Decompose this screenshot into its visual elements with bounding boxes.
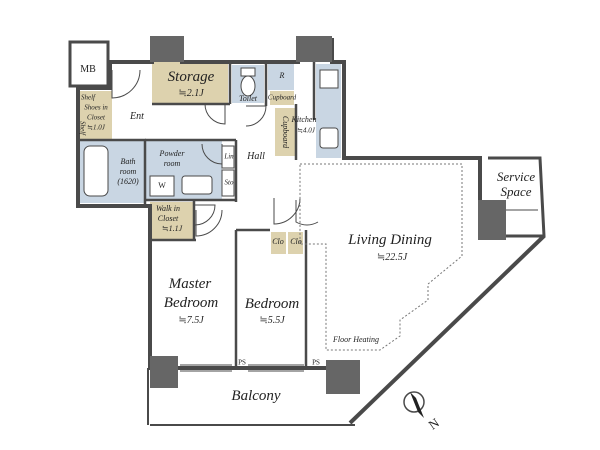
service-space-outline (488, 156, 546, 238)
walkin-closet-fill (150, 202, 193, 239)
entrance-label: Ent (130, 110, 144, 122)
bathroom-line2: room (119, 166, 137, 176)
master-bedroom-size: ≒7.5J (178, 314, 204, 326)
cupboard-tall-fill (275, 108, 295, 156)
clo-right-fill (288, 232, 303, 254)
windows (180, 239, 541, 418)
column-n (296, 36, 332, 62)
mb-label: MB (80, 63, 96, 75)
interior-walls (78, 62, 316, 368)
door-storage (204, 103, 226, 125)
r-label: R (279, 70, 285, 80)
clo-right-label: Clo (290, 236, 302, 246)
washbasin (181, 175, 213, 195)
shoes-closet-line3: Closet (87, 113, 105, 122)
bathtub (83, 145, 109, 197)
compass-ring (403, 391, 425, 413)
master-bedroom-line1: Master (168, 276, 212, 293)
door-master (195, 209, 223, 237)
sink (319, 127, 339, 149)
powder-room-line1: Powder (159, 148, 185, 158)
toilet-label: Toilet (239, 93, 257, 103)
kitchen-size: ≒4.0J (297, 126, 315, 135)
room-fills (80, 61, 341, 254)
shoes-closet-fill (80, 91, 112, 139)
door-walkin (194, 204, 216, 226)
living-dining-label: Living Dining (348, 232, 432, 249)
r-fill (268, 64, 294, 90)
cupboard-tall-label: Cupboard (281, 115, 291, 149)
linen-label: Lin (224, 152, 234, 161)
toilet-tank (240, 67, 256, 77)
hall-label: Hall (247, 150, 265, 162)
clo-left-fill (271, 232, 286, 254)
clo-left-label: Clo (272, 236, 284, 246)
door-toilet (245, 105, 267, 127)
bedroom-size: ≒5.5J (259, 314, 285, 326)
bedroom-label: Bedroom (244, 296, 300, 313)
compass (403, 391, 425, 418)
window-diag-a (355, 239, 541, 418)
shoes-closet-size: ≒1.0J (87, 123, 105, 132)
linen-box (221, 145, 235, 169)
bathroom-line1: Bath (120, 156, 136, 166)
door-entrance (111, 69, 141, 99)
master-bedroom-line2: Bedroom (163, 295, 219, 312)
outer-wall-east-north (330, 38, 482, 210)
washer-label: W (158, 180, 166, 190)
door-living (295, 200, 319, 226)
store-label: Sto (224, 178, 234, 187)
cupboard-small-fill (270, 91, 294, 105)
balcony-label: Balcony (231, 388, 281, 405)
outer-wall-north-mid (180, 38, 300, 64)
compass-needle (410, 392, 424, 418)
column-s (326, 360, 360, 394)
kitchen-label: Kitchen (291, 114, 317, 124)
mb-box (68, 40, 110, 88)
service-space-line1: Service (496, 169, 536, 185)
walkin-closet-line1: Walk in (156, 203, 180, 213)
ps-left-label: PS (238, 358, 246, 367)
mb-shaft (68, 40, 110, 88)
shelf-side-label: Shelf (78, 121, 87, 135)
outer-wall-west (76, 38, 210, 370)
column-sw (150, 356, 178, 388)
storage-fill (152, 61, 228, 103)
ps-right-label: PS (312, 358, 320, 367)
columns (150, 36, 506, 394)
cupboard-small-label: Cupboard (267, 93, 297, 102)
walkin-closet-line2: Closet (157, 213, 179, 223)
service-space-line2: Space (500, 184, 532, 200)
walls (76, 38, 546, 426)
shoes-closet-line2: Shoes in (84, 103, 108, 112)
bathroom-line3: (1620) (117, 176, 139, 186)
fixtures (83, 67, 339, 197)
stove (319, 69, 339, 89)
living-dining-size: ≒22.5J (376, 251, 408, 263)
walkin-closet-size: ≒1.1J (161, 223, 183, 233)
column-e (478, 200, 506, 240)
storage-label: Storage (167, 69, 215, 86)
service-space-wall (488, 156, 546, 238)
washer-box (149, 175, 175, 197)
column-nw (150, 36, 184, 62)
storage-size: ≒2.1J (178, 87, 204, 99)
floor-heating-label: Floor Heating (333, 334, 379, 344)
powder-room-line2: room (163, 158, 181, 168)
store-box (221, 169, 235, 197)
shoes-closet-line1: Shelf (81, 93, 95, 102)
floor-heating-outline (299, 163, 463, 351)
